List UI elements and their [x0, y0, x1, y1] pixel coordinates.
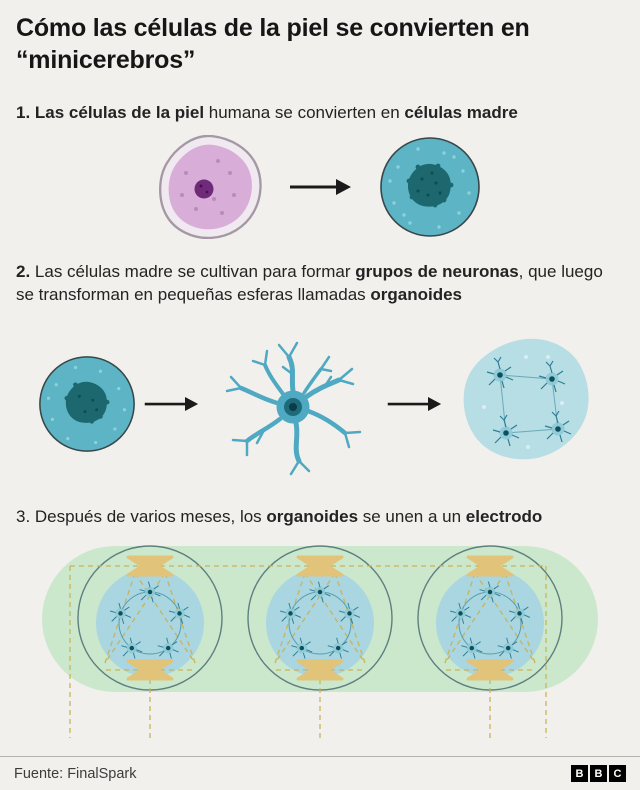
- neuron-illustration: [225, 341, 362, 476]
- skin-cell-illustration: [159, 134, 262, 239]
- text-segment: organoides: [266, 506, 359, 526]
- text-segment: 1. Las células de la piel: [16, 103, 205, 122]
- page-title: Cómo las células de la piel se convierte…: [16, 14, 530, 74]
- footer: Fuente: FinalSpark B B C: [0, 756, 640, 790]
- footer-source: Fuente: FinalSpark: [14, 765, 137, 782]
- text-segment: 3. Después de varios meses, los: [16, 506, 267, 526]
- stem-cell-illustration: [380, 137, 480, 237]
- electrode-array-illustration: [42, 545, 598, 738]
- text-segment: 2.: [16, 261, 31, 281]
- text-segment: células madre: [404, 103, 518, 122]
- step-1: 1. Las células de la piel humana se conv…: [16, 102, 624, 239]
- step-1-text: 1. Las células de la piel humana se conv…: [16, 102, 624, 125]
- arrow-icon: [144, 397, 199, 412]
- step-3-text: 3. Después de varios meses, los organoid…: [16, 506, 624, 529]
- step-2: 2. Las células madre se cultivan para fo…: [16, 261, 624, 492]
- organoid-illustration: [463, 338, 589, 460]
- text-segment: organoides: [370, 284, 462, 304]
- bbc-logo: B B C: [571, 765, 626, 782]
- step-1-illustration: [16, 134, 624, 239]
- infographic: Cómo las células de la piel se convierte…: [16, 14, 624, 738]
- step-2-illustration: [16, 317, 624, 492]
- text-segment: Las células madre se cultivan para forma…: [30, 261, 356, 281]
- arrow-icon: [290, 178, 351, 195]
- text-segment: se unen a un: [358, 506, 466, 526]
- bbc-logo-block: B: [571, 765, 588, 782]
- text-segment: , que luego se transforman en pequeñas e…: [16, 261, 603, 304]
- bbc-logo-block: B: [590, 765, 607, 782]
- text-segment: humana se convierten en: [204, 103, 405, 122]
- arrow-icon: [387, 397, 442, 412]
- step-3: 3. Después de varios meses, los organoid…: [16, 506, 624, 738]
- text-segment: electrodo: [465, 506, 543, 526]
- step-2-text: 2. Las células madre se cultivan para fo…: [16, 261, 624, 307]
- stem-cell-illustration: [39, 356, 135, 453]
- bbc-logo-block: C: [609, 765, 626, 782]
- text-segment: grupos de neuronas: [355, 261, 519, 281]
